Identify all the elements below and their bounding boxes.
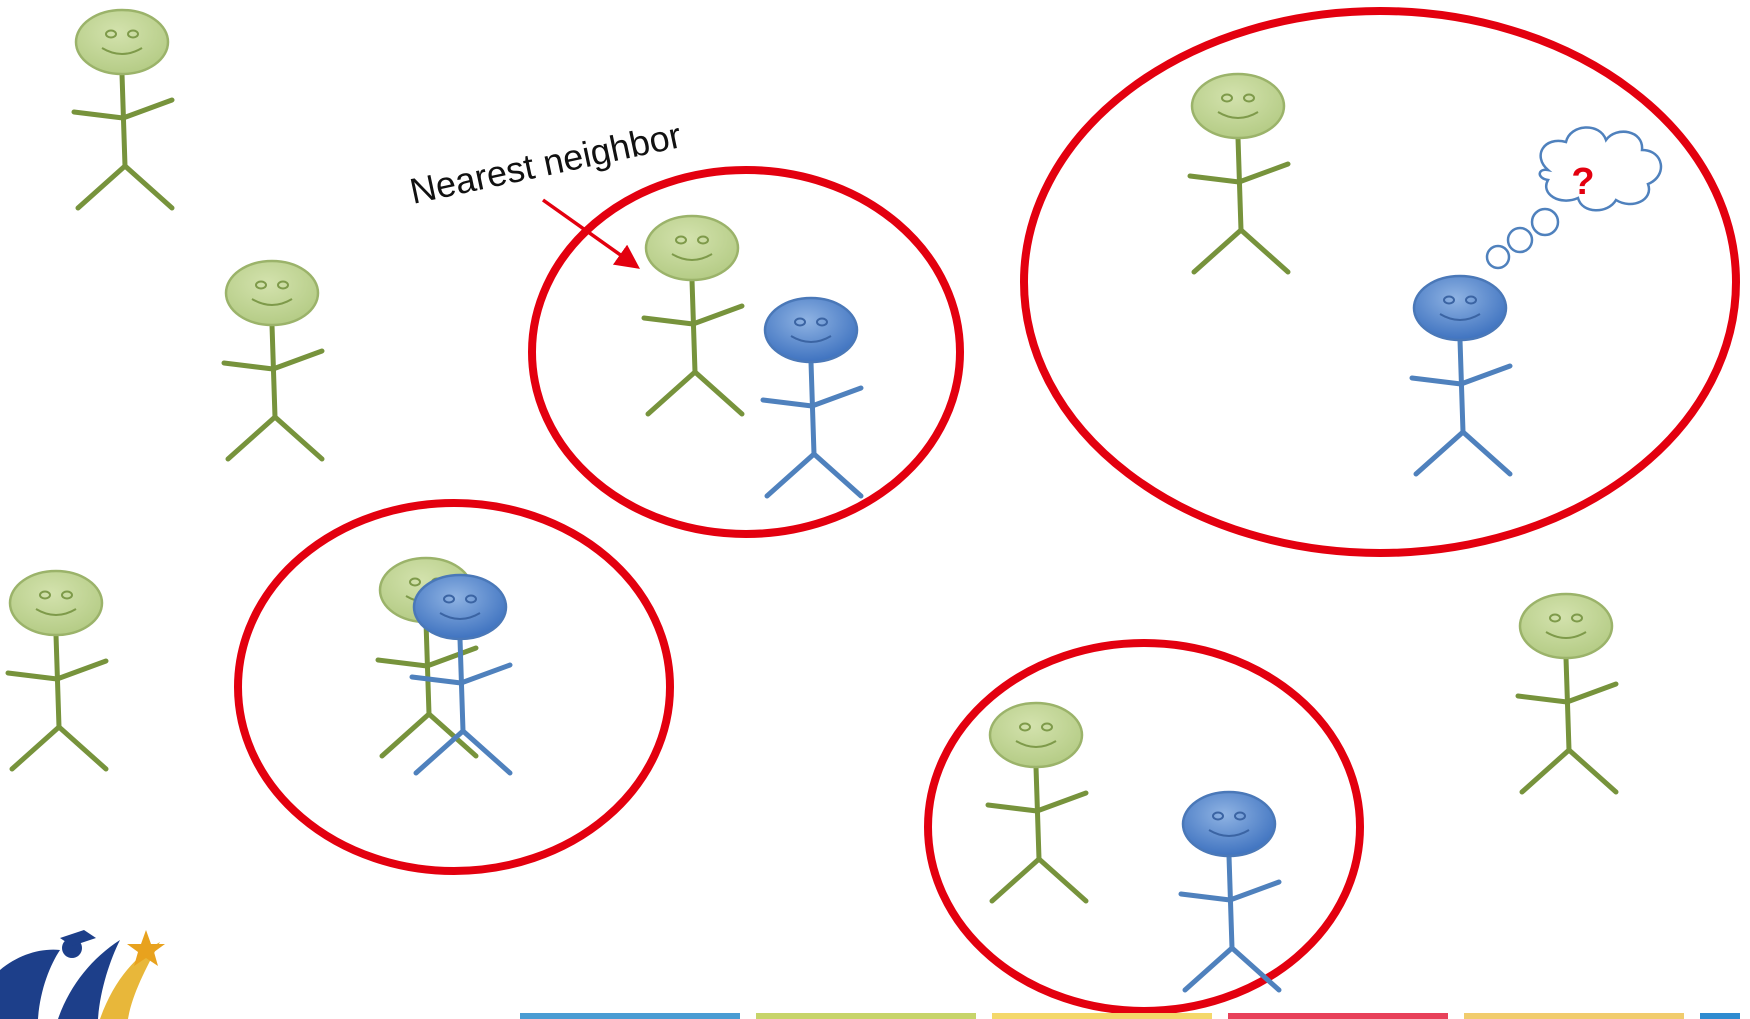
blue-stick-figure bbox=[760, 296, 864, 499]
green-head bbox=[224, 259, 320, 327]
blue-head bbox=[763, 296, 859, 364]
thought-cloud bbox=[1538, 126, 1663, 212]
green-stick-figure bbox=[1187, 72, 1291, 275]
blue-head bbox=[1412, 274, 1508, 342]
green-head bbox=[644, 214, 740, 282]
color-bar-segment bbox=[1700, 1013, 1740, 1019]
blue-stick-figure bbox=[1409, 274, 1513, 477]
green-stick-figure bbox=[1515, 592, 1619, 795]
green-stick-figure bbox=[985, 701, 1089, 904]
green-head bbox=[1518, 592, 1614, 660]
neighborhood-circle bbox=[528, 166, 964, 538]
blue-stick-figure bbox=[1178, 790, 1282, 993]
green-head bbox=[988, 701, 1084, 769]
thought-dot bbox=[1485, 244, 1511, 270]
stick-figures bbox=[5, 8, 1619, 993]
neighborhood-circles bbox=[234, 7, 1740, 1015]
neighborhood-circle bbox=[1020, 7, 1740, 557]
annotation-label: Nearest neighbor bbox=[406, 114, 685, 212]
footer bbox=[0, 930, 1740, 1019]
graduate-star-logo-icon bbox=[0, 930, 165, 1019]
green-stick-figure bbox=[641, 214, 745, 417]
green-head bbox=[1190, 72, 1286, 140]
color-bar-segment bbox=[1228, 1013, 1448, 1019]
color-bar-segment bbox=[992, 1013, 1212, 1019]
color-bar-segment bbox=[756, 1013, 976, 1019]
question-mark: ? bbox=[1571, 161, 1594, 203]
green-head bbox=[74, 8, 170, 76]
green-head bbox=[8, 569, 104, 637]
thought-dot bbox=[1506, 226, 1534, 254]
color-bar-segment bbox=[1464, 1013, 1684, 1019]
footer-color-bar bbox=[520, 1013, 1740, 1019]
thought-bubble: ? bbox=[1485, 126, 1663, 270]
blue-head bbox=[412, 573, 508, 641]
thought-dot bbox=[1530, 207, 1560, 237]
annotation-arrow bbox=[541, 198, 640, 269]
blue-stick-figure bbox=[409, 573, 513, 776]
green-stick-figure bbox=[71, 8, 175, 211]
green-stick-figure bbox=[5, 569, 109, 772]
neighborhood-circle bbox=[924, 639, 1364, 1015]
neighborhood-circle bbox=[234, 499, 674, 875]
blue-head bbox=[1181, 790, 1277, 858]
color-bar-segment bbox=[520, 1013, 740, 1019]
green-stick-figure bbox=[221, 259, 325, 462]
